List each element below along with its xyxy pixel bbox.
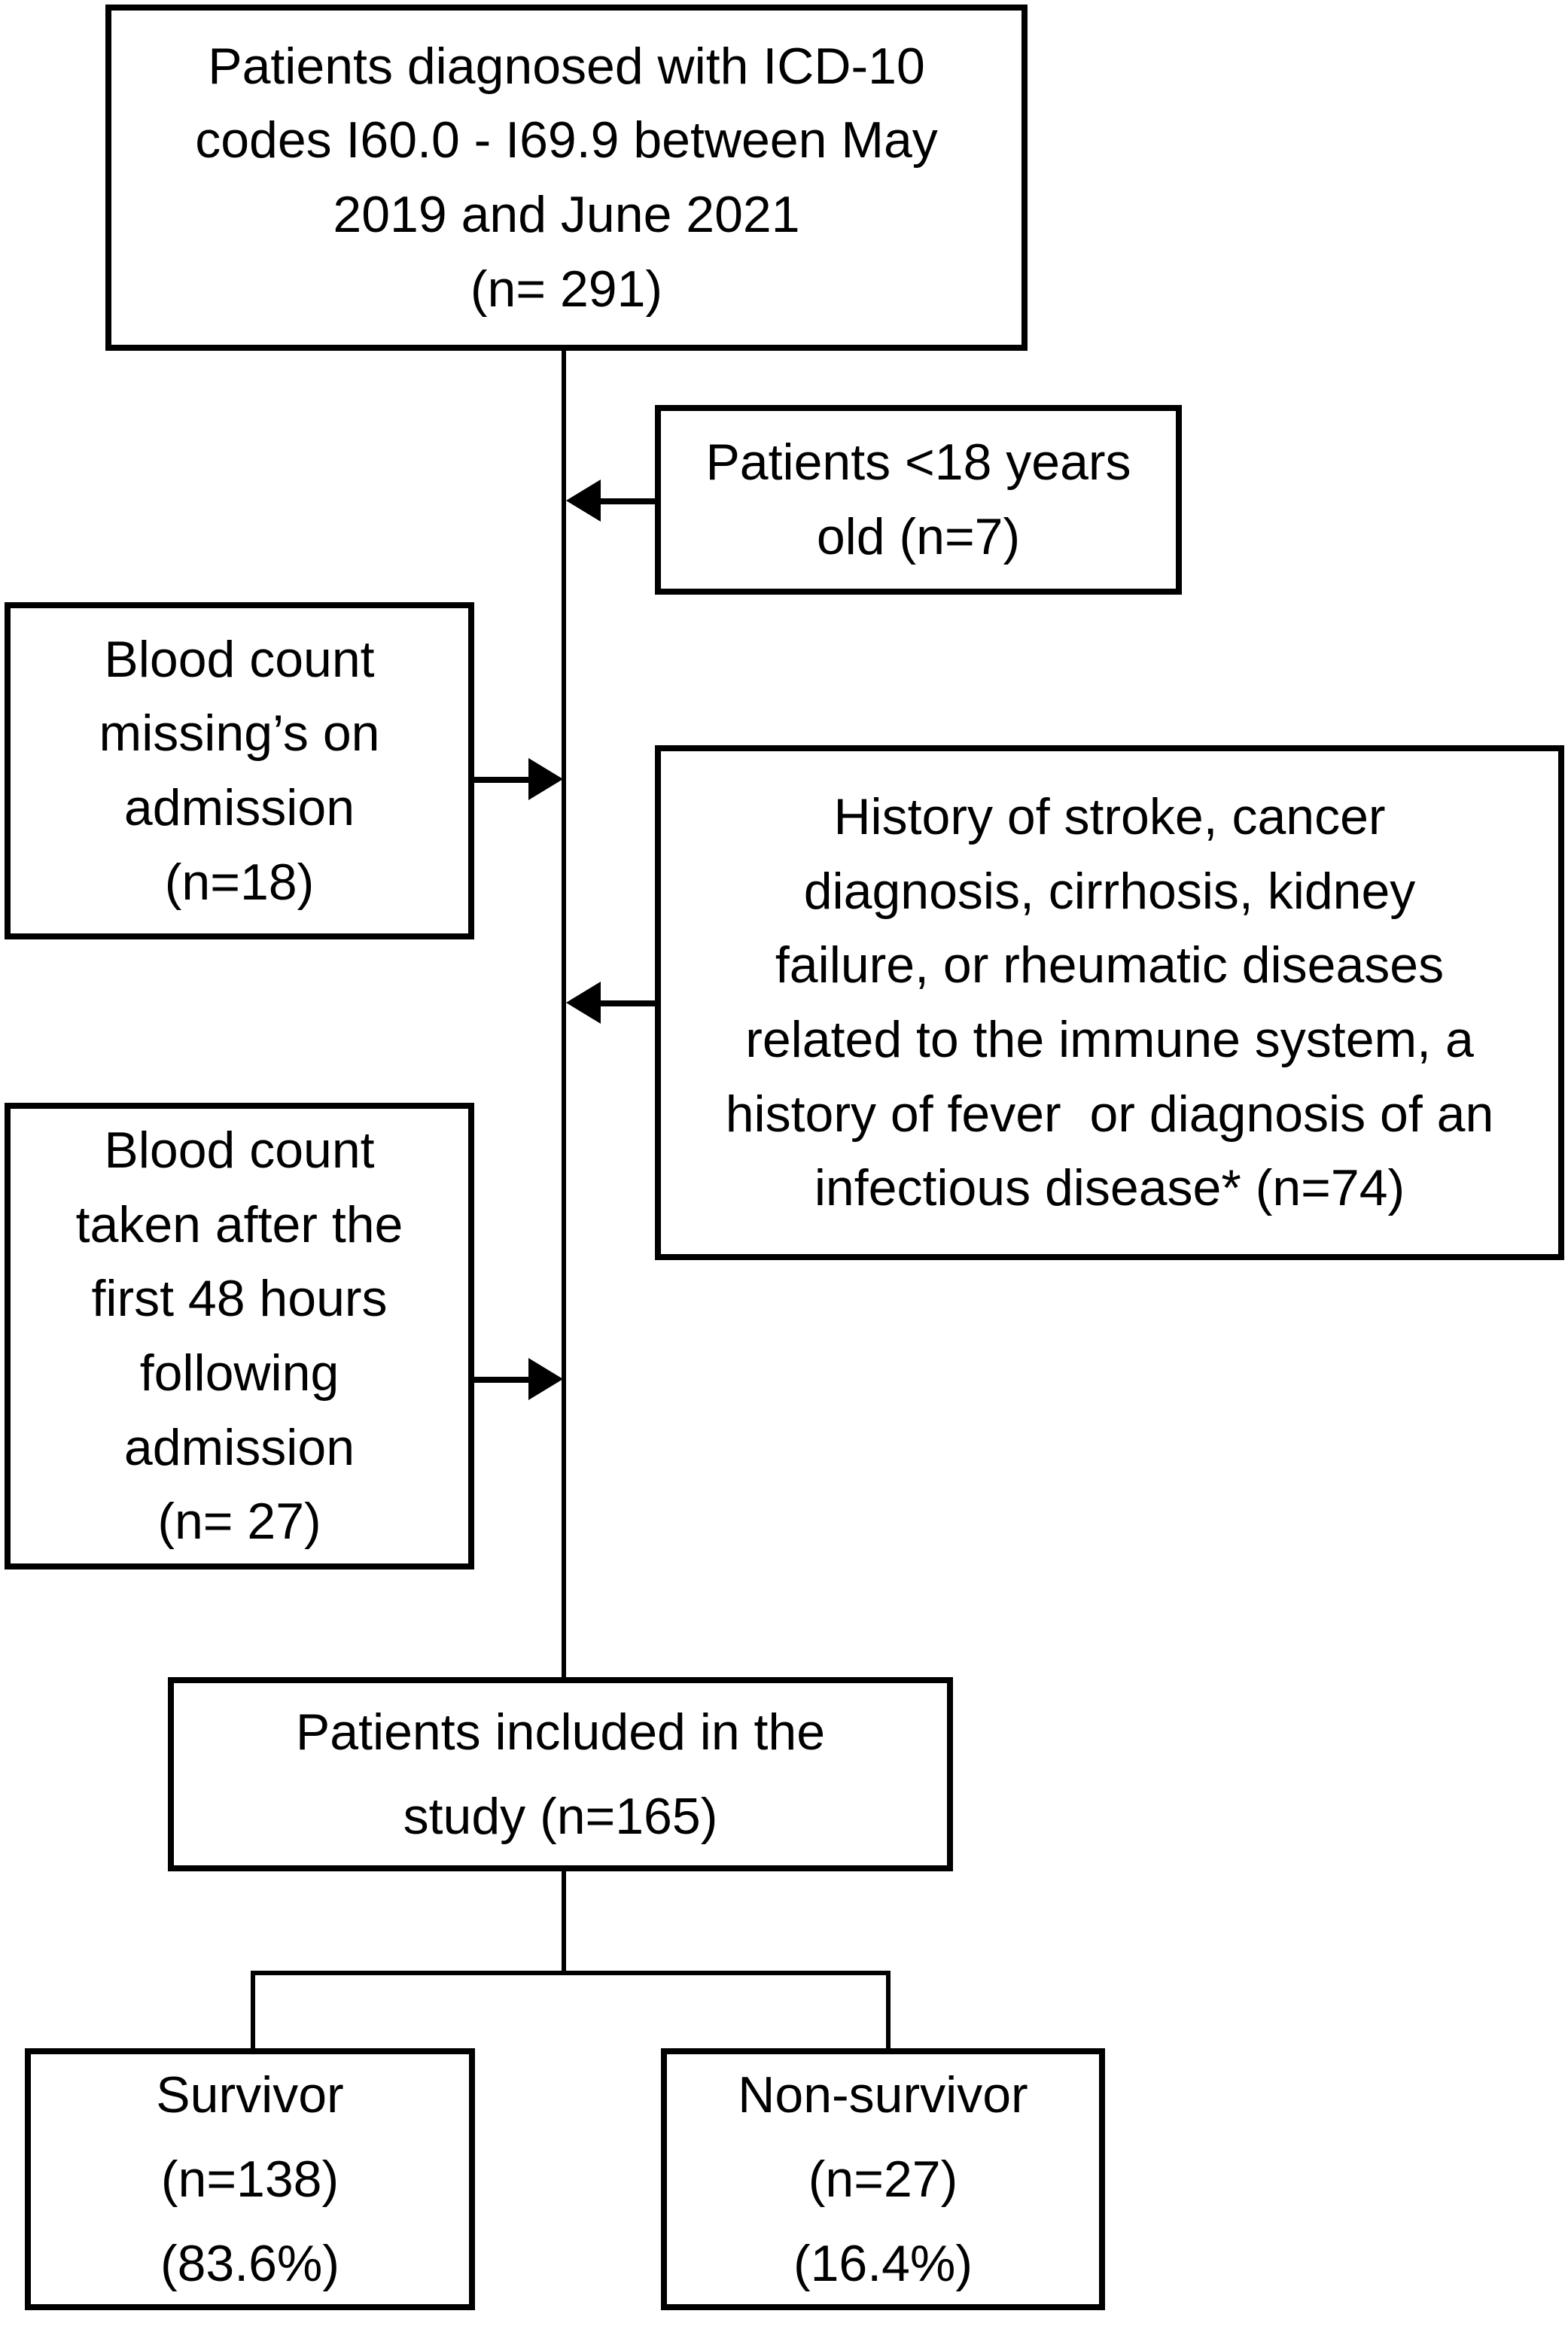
connector-branch-horizontal bbox=[251, 1971, 891, 1975]
text-line: admission bbox=[123, 1418, 355, 1476]
arrow-history-shaft bbox=[593, 1000, 655, 1006]
text-line: study (n=165) bbox=[403, 1788, 718, 1845]
text-line: (n=27) bbox=[808, 2150, 958, 2208]
text-line: (n=18) bbox=[164, 853, 315, 911]
text-line: admission bbox=[123, 779, 355, 836]
text-line: missing’s on bbox=[99, 705, 380, 763]
text-line: (83.6%) bbox=[160, 2235, 340, 2293]
text-line: History of stroke, cancer bbox=[833, 788, 1386, 846]
box-under18-excluded: Patients <18 years old (n=7) bbox=[655, 405, 1182, 595]
text-line: Patients <18 years bbox=[705, 434, 1131, 492]
box-survivor: Survivor (n=138) (83.6%) bbox=[25, 2048, 475, 2310]
text-line: Non-survivor bbox=[738, 2066, 1028, 2124]
text-line: old (n=7) bbox=[816, 508, 1021, 565]
arrow-late48-shaft bbox=[474, 1377, 534, 1383]
text-line: related to the immune system, a bbox=[745, 1011, 1474, 1068]
text-line: failure, or rheumatic diseases bbox=[775, 936, 1445, 994]
box-diagnosed-population: Patients diagnosed with ICD-10 codes I60… bbox=[105, 5, 1028, 351]
text-line: Survivor bbox=[156, 2066, 344, 2124]
text-line: (n=138) bbox=[160, 2150, 339, 2208]
text-line: 2019 and June 2021 bbox=[333, 186, 800, 243]
connector-branch-right-vertical bbox=[886, 1971, 891, 2051]
text-line: following bbox=[139, 1344, 339, 1402]
text-line: (16.4%) bbox=[793, 2235, 973, 2293]
text-line: (n= 291) bbox=[470, 260, 663, 318]
text-line: Patients included in the bbox=[295, 1703, 826, 1761]
text-line: Patients diagnosed with ICD-10 bbox=[208, 37, 925, 95]
box-included-patients: Patients included in the study (n=165) bbox=[168, 1677, 953, 1871]
connector-branch-left-vertical bbox=[251, 1971, 255, 2051]
box-nonsurvivor: Non-survivor (n=27) (16.4%) bbox=[661, 2048, 1105, 2310]
text-line: infectious disease* (n=74) bbox=[814, 1159, 1405, 1217]
text-line: first 48 hours bbox=[91, 1270, 388, 1328]
arrow-under18-shaft bbox=[593, 498, 655, 504]
arrow-right-icon bbox=[528, 758, 563, 800]
connector-included-stub bbox=[562, 1871, 566, 1975]
arrow-left-icon bbox=[566, 480, 601, 522]
arrow-right-icon bbox=[528, 1358, 563, 1400]
text-line: codes I60.0 - I69.9 between May bbox=[195, 111, 938, 169]
text-line: taken after the bbox=[75, 1195, 403, 1253]
connector-main-vertical bbox=[562, 349, 566, 1677]
text-line: diagnosis, cirrhosis, kidney bbox=[803, 862, 1416, 920]
text-line: history of fever or diagnosis of an bbox=[725, 1085, 1494, 1143]
text-line: Blood count bbox=[104, 630, 375, 688]
box-bloodcount-missing: Blood count missing’s on admission (n=18… bbox=[5, 602, 474, 939]
arrow-left-icon bbox=[566, 982, 601, 1024]
text-line: Blood count bbox=[104, 1122, 375, 1180]
arrow-missing-shaft bbox=[474, 777, 534, 783]
box-bloodcount-late: Blood count taken after the first 48 hou… bbox=[5, 1103, 474, 1569]
text-line: (n= 27) bbox=[157, 1493, 321, 1551]
box-history-exclusions: History of stroke, cancer diagnosis, cir… bbox=[655, 745, 1564, 1260]
